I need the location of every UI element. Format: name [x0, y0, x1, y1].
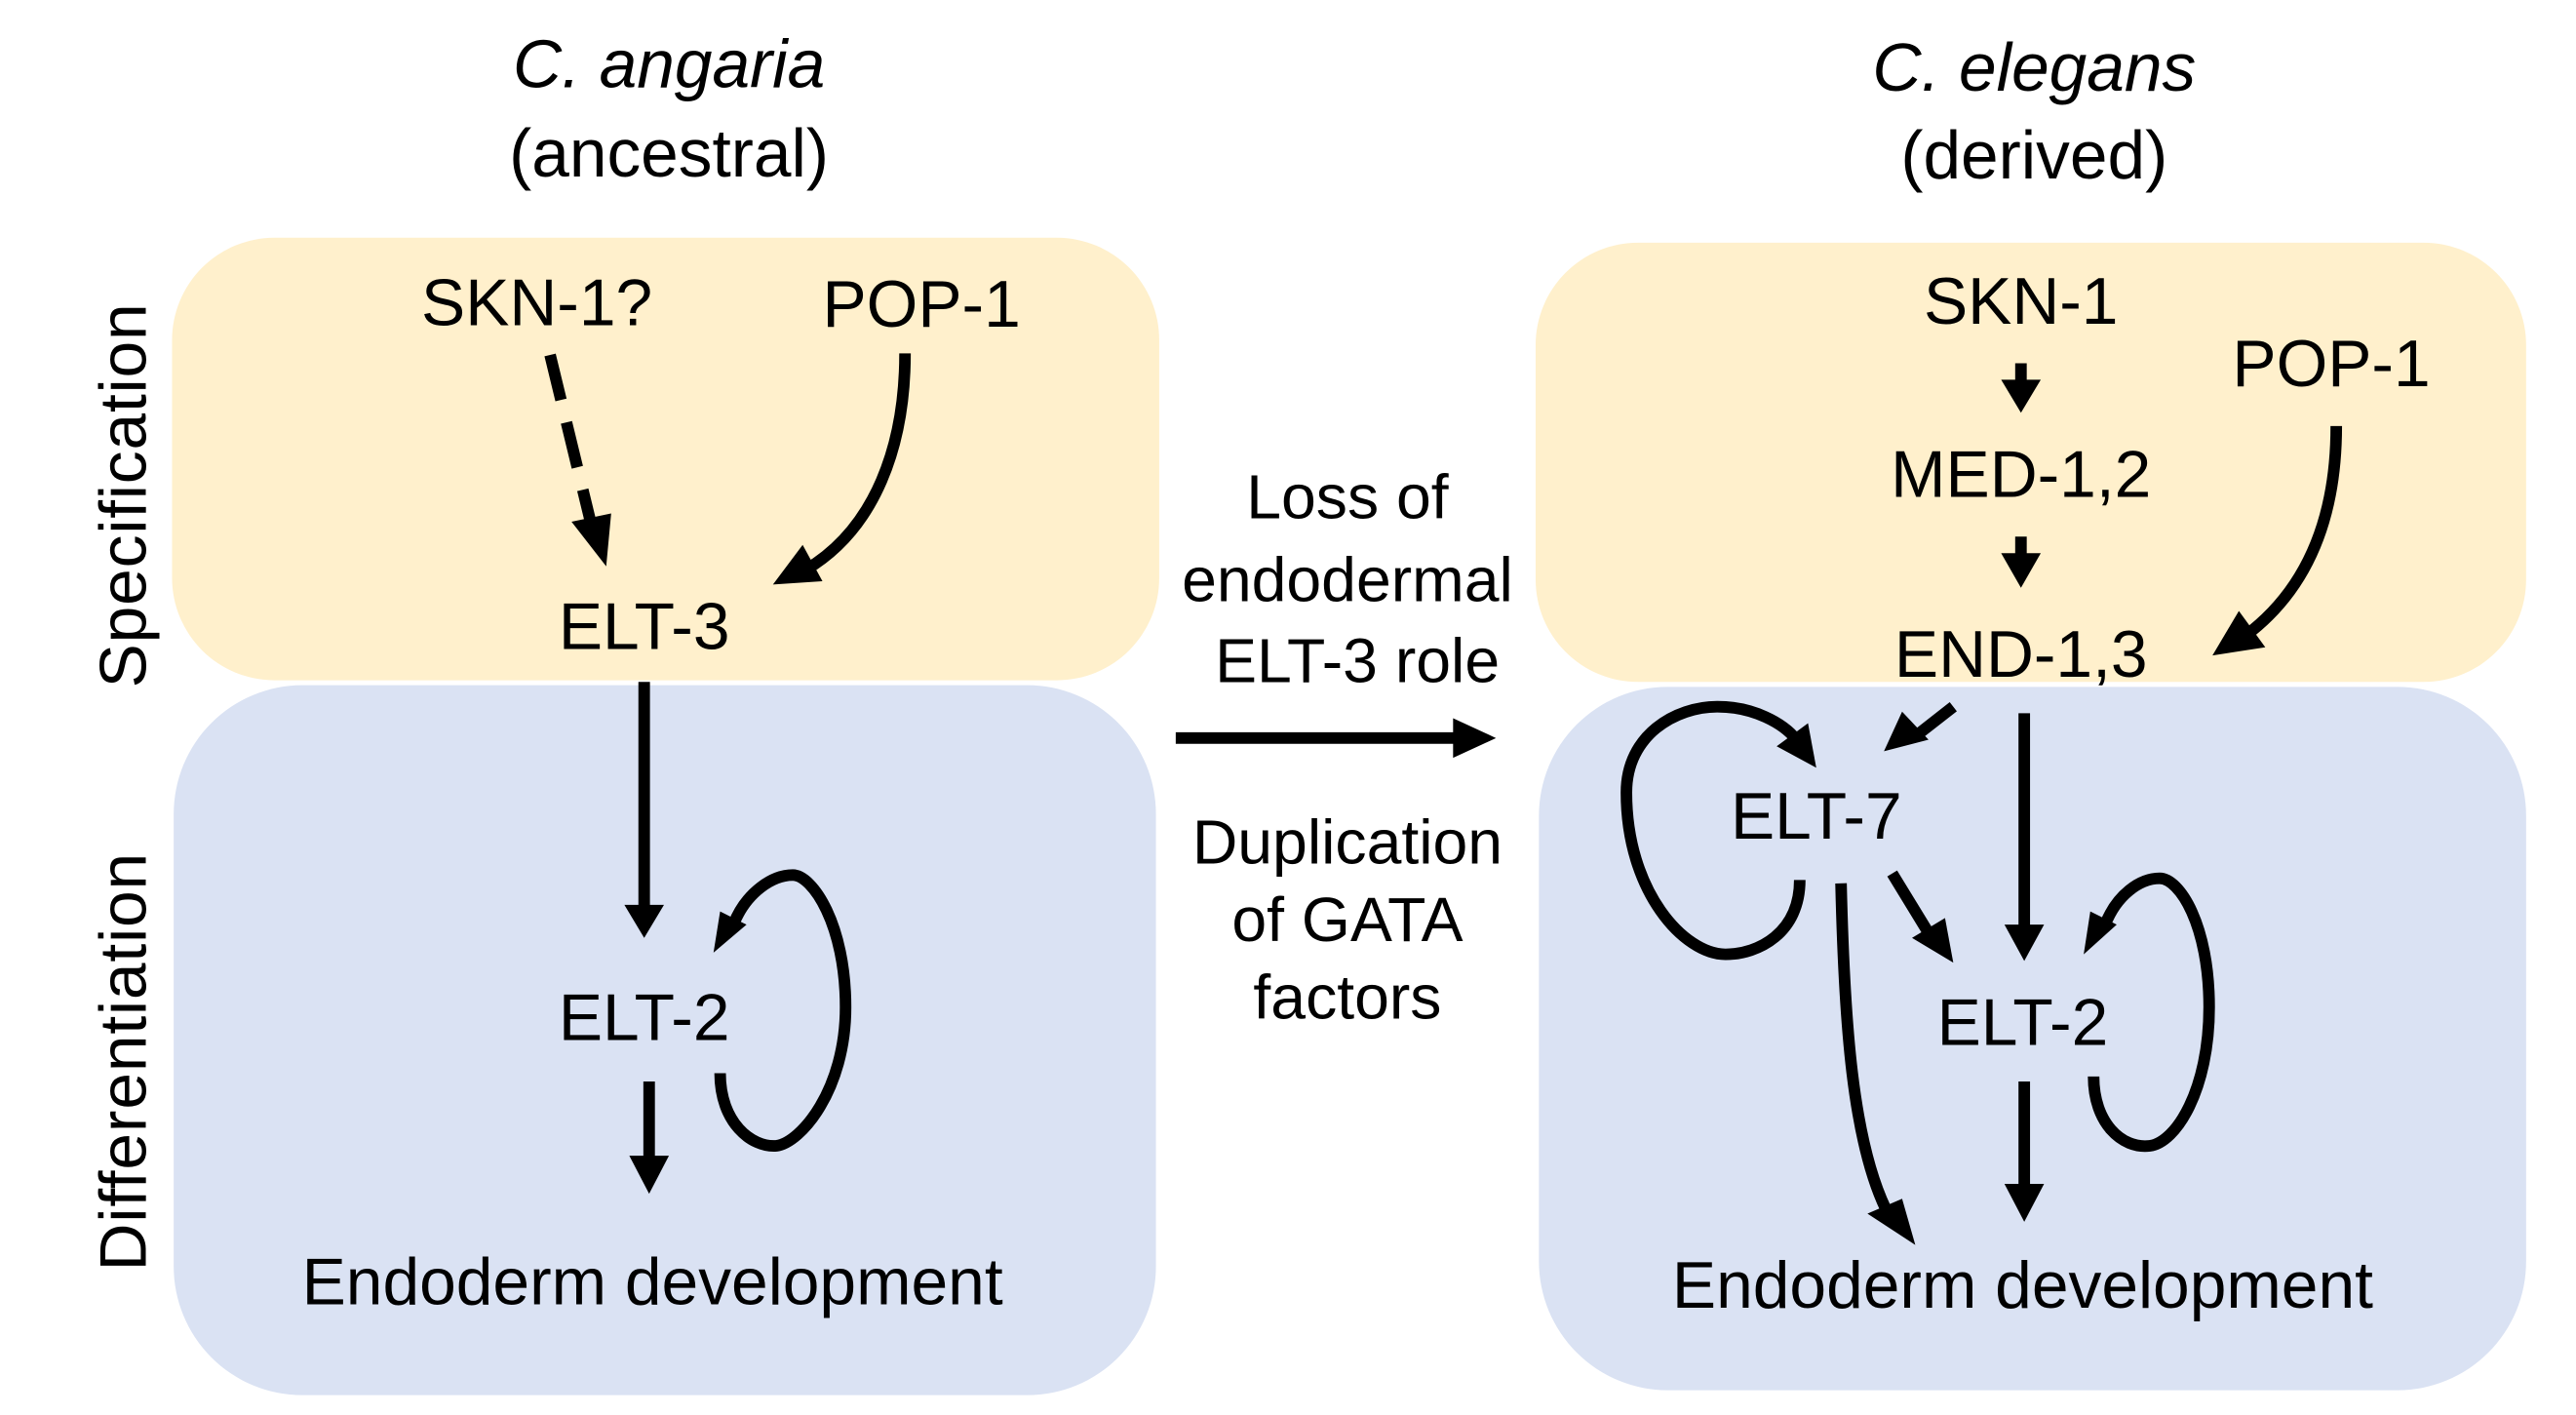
edge-elt7-elt2: [1887, 870, 1933, 936]
edge-end-elt7-head: [1884, 711, 1929, 752]
transition-top-line-2: endodermal: [1182, 544, 1513, 614]
left-species-title: C. angaria: [513, 26, 825, 102]
transition-bottom-line-2: of GATA: [1231, 884, 1463, 955]
edge-elt3-elt2-head: [624, 904, 665, 938]
node-pop1-right: POP-1: [2232, 328, 2430, 401]
edge-elt7-elt2-head: [1911, 918, 1954, 963]
edge-elt2-selfloop-right: [2088, 872, 2215, 1153]
edge-pop1-end-head: [2212, 610, 2266, 656]
edge-med-end-head: [2001, 553, 2042, 588]
node-elt2-right: ELT-2: [1937, 987, 2109, 1060]
node-endoderm-left: Endoderm development: [302, 1246, 1003, 1319]
edge-end-elt7: [1911, 701, 1957, 741]
transition-top-line-1: Loss of: [1246, 462, 1449, 532]
edge-elt2-selfloop-left-head: [713, 911, 747, 953]
transition-top-line-3: ELT-3 role: [1215, 625, 1500, 695]
edge-elt7-endoderm: [1835, 883, 1892, 1211]
edge-skn1-elt3-dashed: [544, 353, 598, 527]
right-state-label: (derived): [1900, 117, 2167, 193]
node-end13: END-1,3: [1894, 618, 2148, 691]
edge-end-elt2-head: [2004, 924, 2045, 962]
edge-pop1-elt3-head: [772, 544, 823, 585]
edge-pop1-end: [2242, 425, 2343, 641]
stage-label-differentiation: Differentiation: [87, 852, 160, 1271]
transition: Loss of endodermal ELT-3 role Duplicatio…: [1175, 462, 1513, 1033]
node-skn1-left: SKN-1?: [421, 267, 652, 340]
left-state-label: (ancestral): [509, 115, 829, 191]
node-elt2-left: ELT-2: [559, 982, 730, 1055]
node-pop1-left: POP-1: [823, 268, 1021, 341]
edge-elt7-selfloop-head: [1776, 723, 1816, 768]
right-panel: C. elegans (derived) SKN-1 MED-1,2 POP-1…: [1535, 29, 2526, 1391]
right-specification-box: [1535, 242, 2526, 683]
node-skn1-right: SKN-1: [1924, 265, 2118, 338]
left-specification-box: [172, 237, 1159, 681]
transition-bottom-line-1: Duplication: [1192, 806, 1503, 877]
edge-elt7-endoderm-head: [1867, 1199, 1916, 1245]
edge-pop1-elt3: [802, 353, 912, 575]
left-differentiation-box: [174, 685, 1156, 1395]
right-differentiation-box: [1539, 687, 2526, 1391]
node-elt7: ELT-7: [1731, 780, 1902, 853]
edge-elt2-selfloop-right-head: [2084, 911, 2117, 955]
node-endoderm-right: Endoderm development: [1672, 1249, 2373, 1322]
edge-elt2-endoderm-left-head: [629, 1156, 670, 1195]
node-elt3: ELT-3: [559, 590, 730, 663]
edge-elt7-selfloop: [1620, 700, 1806, 961]
transition-bottom-line-3: factors: [1253, 963, 1441, 1033]
left-panel: C. angaria (ancestral) SKN-1? POP-1 ELT-…: [172, 26, 1159, 1395]
node-med12: MED-1,2: [1891, 439, 2151, 512]
transition-arrow-head: [1453, 718, 1497, 759]
edge-skn1-med-head: [2001, 379, 2042, 413]
right-species-title: C. elegans: [1872, 29, 2196, 105]
edge-elt2-endoderm-right-head: [2004, 1183, 2045, 1222]
edge-elt2-selfloop-left: [714, 869, 852, 1152]
stage-label-specification: Specification: [87, 302, 160, 688]
edge-skn1-elt3-head: [571, 513, 611, 567]
